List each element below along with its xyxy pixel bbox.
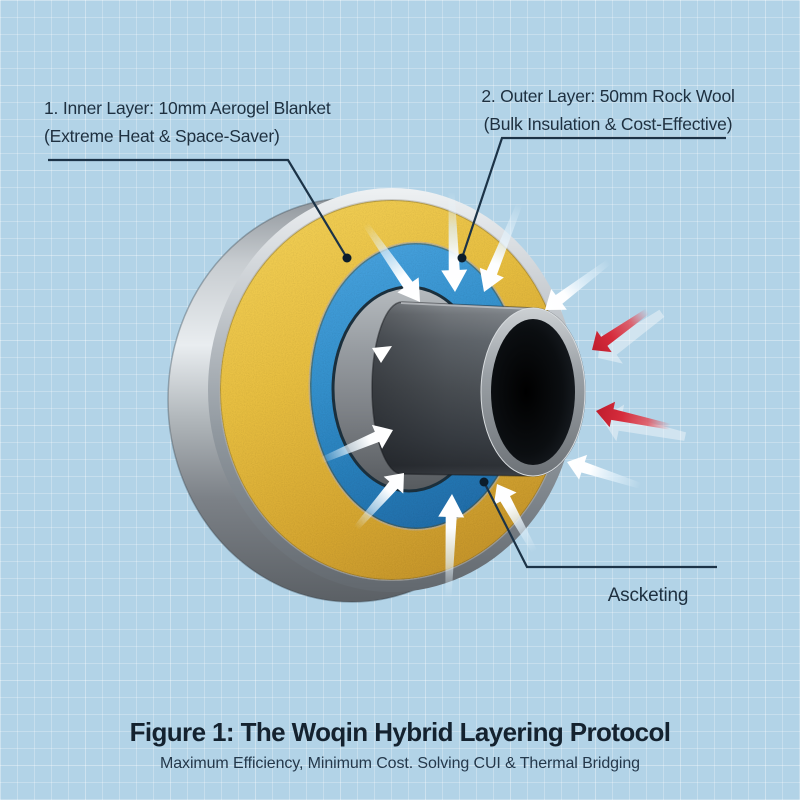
leader-dot-outer xyxy=(457,253,467,263)
leader-line-jacketing xyxy=(483,481,717,569)
leader-dot-jacketing xyxy=(479,477,489,487)
label-outer-layer-line2: (Bulk Insulation & Cost-Effective) xyxy=(483,114,733,134)
label-inner-layer-line1: 1. Inner Layer: 10mm Aerogel Blanket xyxy=(44,98,331,118)
leader-line-outer xyxy=(460,136,726,259)
label-inner-layer: 1. Inner Layer: 10mm Aerogel Blanket (Ex… xyxy=(44,94,331,150)
leader-line-inner xyxy=(48,158,348,259)
heat-arrow-white-5 xyxy=(372,346,392,363)
pipe-top-highlight xyxy=(400,302,533,310)
label-jacketing: Ascketing xyxy=(607,585,689,606)
label-outer-layer: 2. Outer Layer: 50mm Rock Wool (Bulk Ins… xyxy=(468,82,748,138)
leader-dot-inner xyxy=(342,253,352,263)
heat-arrow-white-10 xyxy=(562,449,645,499)
figure-caption: Figure 1: The Woqin Hybrid Layering Prot… xyxy=(0,716,800,773)
label-inner-layer-line2: (Extreme Heat & Space-Saver) xyxy=(44,126,280,146)
pipe-bore xyxy=(491,319,575,465)
figure-title: Figure 1: The Woqin Hybrid Layering Prot… xyxy=(129,717,671,747)
figure-subtitle: Maximum Efficiency, Minimum Cost. Solvin… xyxy=(160,755,640,772)
label-outer-layer-line1: 2. Outer Layer: 50mm Rock Wool xyxy=(481,86,735,106)
